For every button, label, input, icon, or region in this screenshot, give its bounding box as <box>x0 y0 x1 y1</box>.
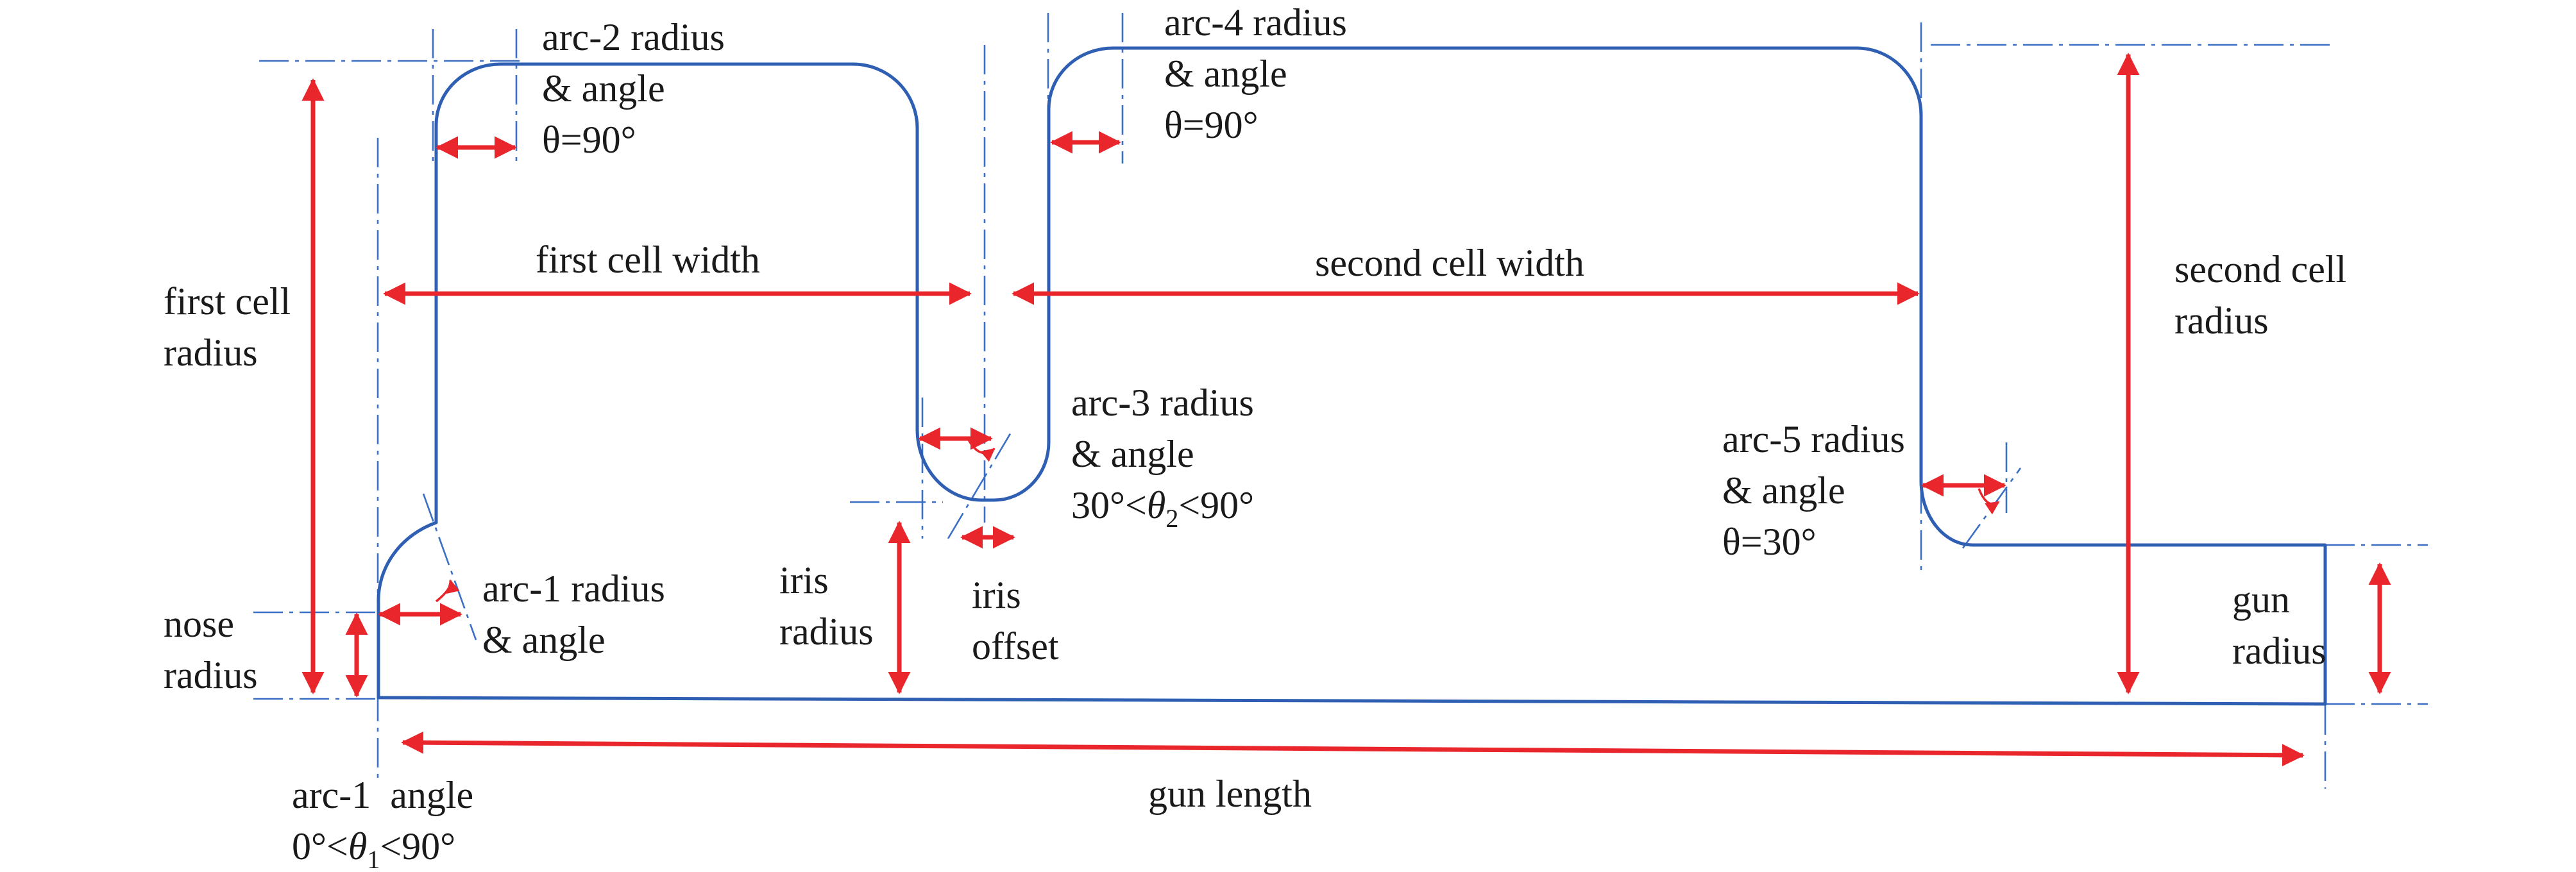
second-cell-radius-label: second cell radius <box>2174 248 2356 342</box>
arc1-label: arc-1 radius & angle <box>482 567 675 661</box>
nose-radius-label: nose radius <box>164 603 258 696</box>
arc4-label: arc-4 radius & angle θ=90° <box>1164 1 1357 146</box>
gun-radius-label: gun radius <box>2232 578 2326 672</box>
arc3-angle-indicator <box>967 439 996 462</box>
gun-length-label: gun length <box>1148 773 1312 815</box>
arc1-angle-label: arc-1 angle 0°<θ1<90° <box>0 0 541 872</box>
first-cell-radius-label: first cell radius <box>164 280 300 374</box>
second-cell-width-label: second cell width <box>1315 242 1584 284</box>
arc5-label: arc-5 radius & angle θ=30° <box>1722 418 1915 563</box>
first-cell-width-label: first cell width <box>536 239 760 281</box>
dimension-arrows <box>301 53 2391 767</box>
labels: arc-2 radius & angle θ=90° arc-4 radius … <box>0 0 2356 872</box>
arc1-angle-indicator <box>435 579 460 603</box>
cavity-profile <box>377 46 2327 706</box>
arc3-label: arc-3 radius & angle 30°<θ2<90° <box>1071 382 1264 533</box>
iris-offset-label: iris offset <box>972 574 1059 667</box>
arc5-angle-indicator <box>1978 488 2000 515</box>
arc2-label: arc-2 radius & angle θ=90° <box>542 16 734 161</box>
iris-radius-label: iris radius <box>779 559 874 653</box>
gun-length-arrow <box>401 731 2305 767</box>
